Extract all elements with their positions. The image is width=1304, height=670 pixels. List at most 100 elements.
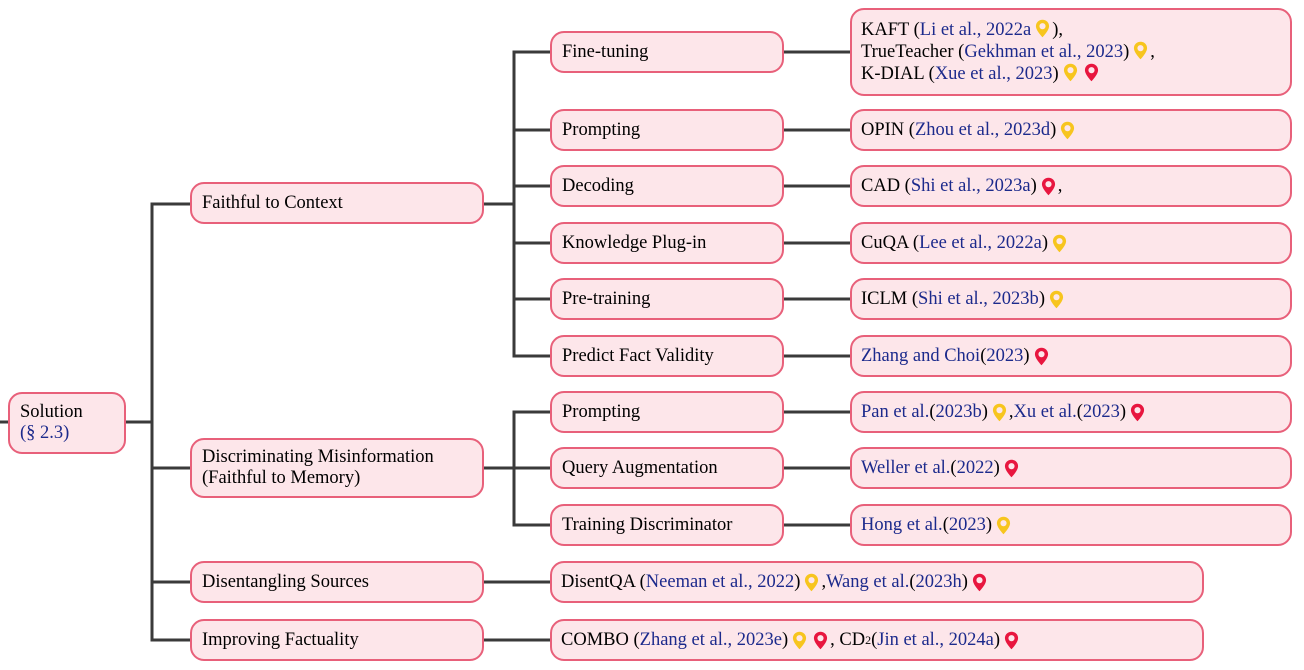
root-label: Solution (20, 402, 83, 422)
leaf-text: CAD ( (861, 175, 911, 196)
map-pin-red-icon (1084, 63, 1098, 82)
map-pin-red-icon (1131, 403, 1145, 421)
method-label: Knowledge Plug-in (562, 232, 707, 253)
leaf-text: TrueTeacher ( (861, 42, 965, 62)
leaf-predict-fact-validity-works: Zhang and Choi (2023) (850, 335, 1292, 377)
leaf-text: ) (1023, 345, 1030, 366)
category-discriminating-misinformation: Discriminating Misinformation (Faithful … (190, 438, 484, 498)
method-label: Training Discriminator (562, 514, 733, 535)
citation-link[interactable]: Shi et al., 2023b (918, 288, 1039, 309)
citation-link[interactable]: Zhou et al., 2023d (914, 119, 1051, 140)
map-pin-red-icon (814, 631, 828, 649)
leaf-knowledge-plug-in-works: CuQA (Lee et al., 2022a) (850, 222, 1292, 264)
method-label: Prompting (562, 401, 641, 422)
map-pin-red-icon (972, 573, 987, 591)
leaf-training-discriminator-works: Hong et al. (2023) (850, 504, 1292, 546)
citation-link[interactable]: Wang et al. (826, 571, 910, 592)
citation-link[interactable]: Xue et al., 2023 (934, 64, 1053, 84)
citation-link[interactable]: Zhang and Choi (861, 345, 981, 366)
leaf-text: ) (794, 571, 801, 592)
method-prompting-memory: Prompting (550, 391, 784, 433)
citation-link[interactable]: Shi et al., 2023a (910, 175, 1031, 196)
leaf-text: ) (1119, 401, 1127, 422)
map-pin-yellow-icon (992, 403, 1006, 421)
citation-link[interactable]: 2023b (935, 401, 982, 422)
category-label: Faithful to Context (202, 192, 343, 213)
map-pin-red-icon (1034, 347, 1048, 365)
leaf-text: , CD (830, 629, 866, 650)
map-pin-yellow-icon (793, 631, 807, 649)
map-pin-red-icon (1004, 631, 1019, 649)
method-query-augmentation: Query Augmentation (550, 447, 784, 489)
leaf-text: K-DIAL ( (861, 64, 935, 84)
leaf-text: ) (1038, 288, 1045, 309)
map-pin-yellow-icon (1036, 19, 1050, 38)
leaf-text: ) (1052, 64, 1059, 84)
leaf-prompting-memory-works: Pan et al. (2023b), Xu et al. (2023) (850, 391, 1292, 433)
category-label: Disentangling Sources (202, 571, 369, 592)
leaf-text: ( (871, 629, 878, 650)
map-pin-yellow-icon (1049, 290, 1064, 308)
leaf-text: DisentQA ( (561, 571, 646, 592)
leaf-pre-training-works: ICLM (Shi et al., 2023b) (850, 278, 1292, 320)
leaf-text: ) (1030, 175, 1037, 196)
root-node-solution: Solution (§ 2.3) (8, 392, 126, 454)
citation-link[interactable]: Xu et al. (1013, 401, 1077, 422)
leaf-line: KAFT (Li et al., 2022a), (861, 19, 1063, 41)
leaf-text: ( (950, 457, 957, 478)
method-decoding: Decoding (550, 165, 784, 207)
category-label-line2: (Faithful to Memory) (202, 468, 361, 488)
leaf-line: TrueTeacher (Gekhman et al., 2023), (861, 41, 1155, 63)
leaf-text: ) (993, 457, 1000, 478)
leaf-text: ) (981, 401, 988, 422)
method-pre-training: Pre-training (550, 278, 784, 320)
method-label: Fine-tuning (562, 41, 649, 62)
leaf-line: K-DIAL (Xue et al., 2023) (861, 63, 1101, 85)
citation-link[interactable]: Li et al., 2022a (919, 20, 1032, 40)
map-pin-yellow-icon (805, 573, 819, 591)
leaf-text: OPIN ( (861, 119, 915, 140)
citation-link[interactable]: Hong et al. (861, 514, 943, 535)
leaf-text: ) (1123, 42, 1130, 62)
citation-link[interactable]: Gekhman et al., 2023 (964, 42, 1124, 62)
citation-link[interactable]: Weller et al. (861, 457, 951, 478)
citation-link[interactable]: Jin et al., 2024a (877, 629, 994, 650)
leaf-text: KAFT ( (861, 20, 920, 40)
citation-link[interactable]: 2023h (915, 571, 962, 592)
section-reference-link[interactable]: (§ 2.3) (20, 423, 70, 443)
leaf-text: ) (781, 629, 789, 650)
citation-link[interactable]: Lee et al., 2022a (919, 232, 1042, 253)
citation-link[interactable]: 2023 (986, 345, 1024, 366)
leaf-text: ( (942, 514, 949, 535)
method-label: Query Augmentation (562, 457, 718, 478)
citation-link[interactable]: Pan et al. (861, 401, 930, 422)
leaf-text: ) (1050, 119, 1057, 140)
map-pin-yellow-icon (1134, 41, 1148, 60)
leaf-text: ( (980, 345, 987, 366)
method-prompting-context: Prompting (550, 109, 784, 151)
method-label: Pre-training (562, 288, 651, 309)
citation-link[interactable]: Neeman et al., 2022 (645, 571, 795, 592)
leaf-text: ( (929, 401, 936, 422)
method-label: Decoding (562, 175, 634, 196)
method-training-discriminator: Training Discriminator (550, 504, 784, 546)
citation-link[interactable]: 2023 (1082, 401, 1120, 422)
leaf-text: ( (909, 571, 916, 592)
leaf-text: ) (985, 514, 993, 535)
map-pin-yellow-icon (996, 516, 1011, 534)
category-improving-factuality: Improving Factuality (190, 619, 484, 661)
method-fine-tuning: Fine-tuning (550, 31, 784, 73)
leaf-text: ) (993, 629, 1001, 650)
leaf-text: ) (961, 571, 968, 592)
category-disentangling-sources: Disentangling Sources (190, 561, 484, 603)
leaf-text: , (821, 571, 827, 592)
category-faithful-to-context: Faithful to Context (190, 182, 484, 224)
leaf-text: CuQA ( (861, 232, 920, 253)
citation-link[interactable]: 2022 (956, 457, 994, 478)
leaf-text: ( (1076, 401, 1083, 422)
citation-link[interactable]: 2023 (948, 514, 986, 535)
citation-link[interactable]: Zhang et al., 2023e (639, 629, 782, 650)
leaf-decoding-works: CAD (Shi et al., 2023a), (850, 165, 1292, 207)
